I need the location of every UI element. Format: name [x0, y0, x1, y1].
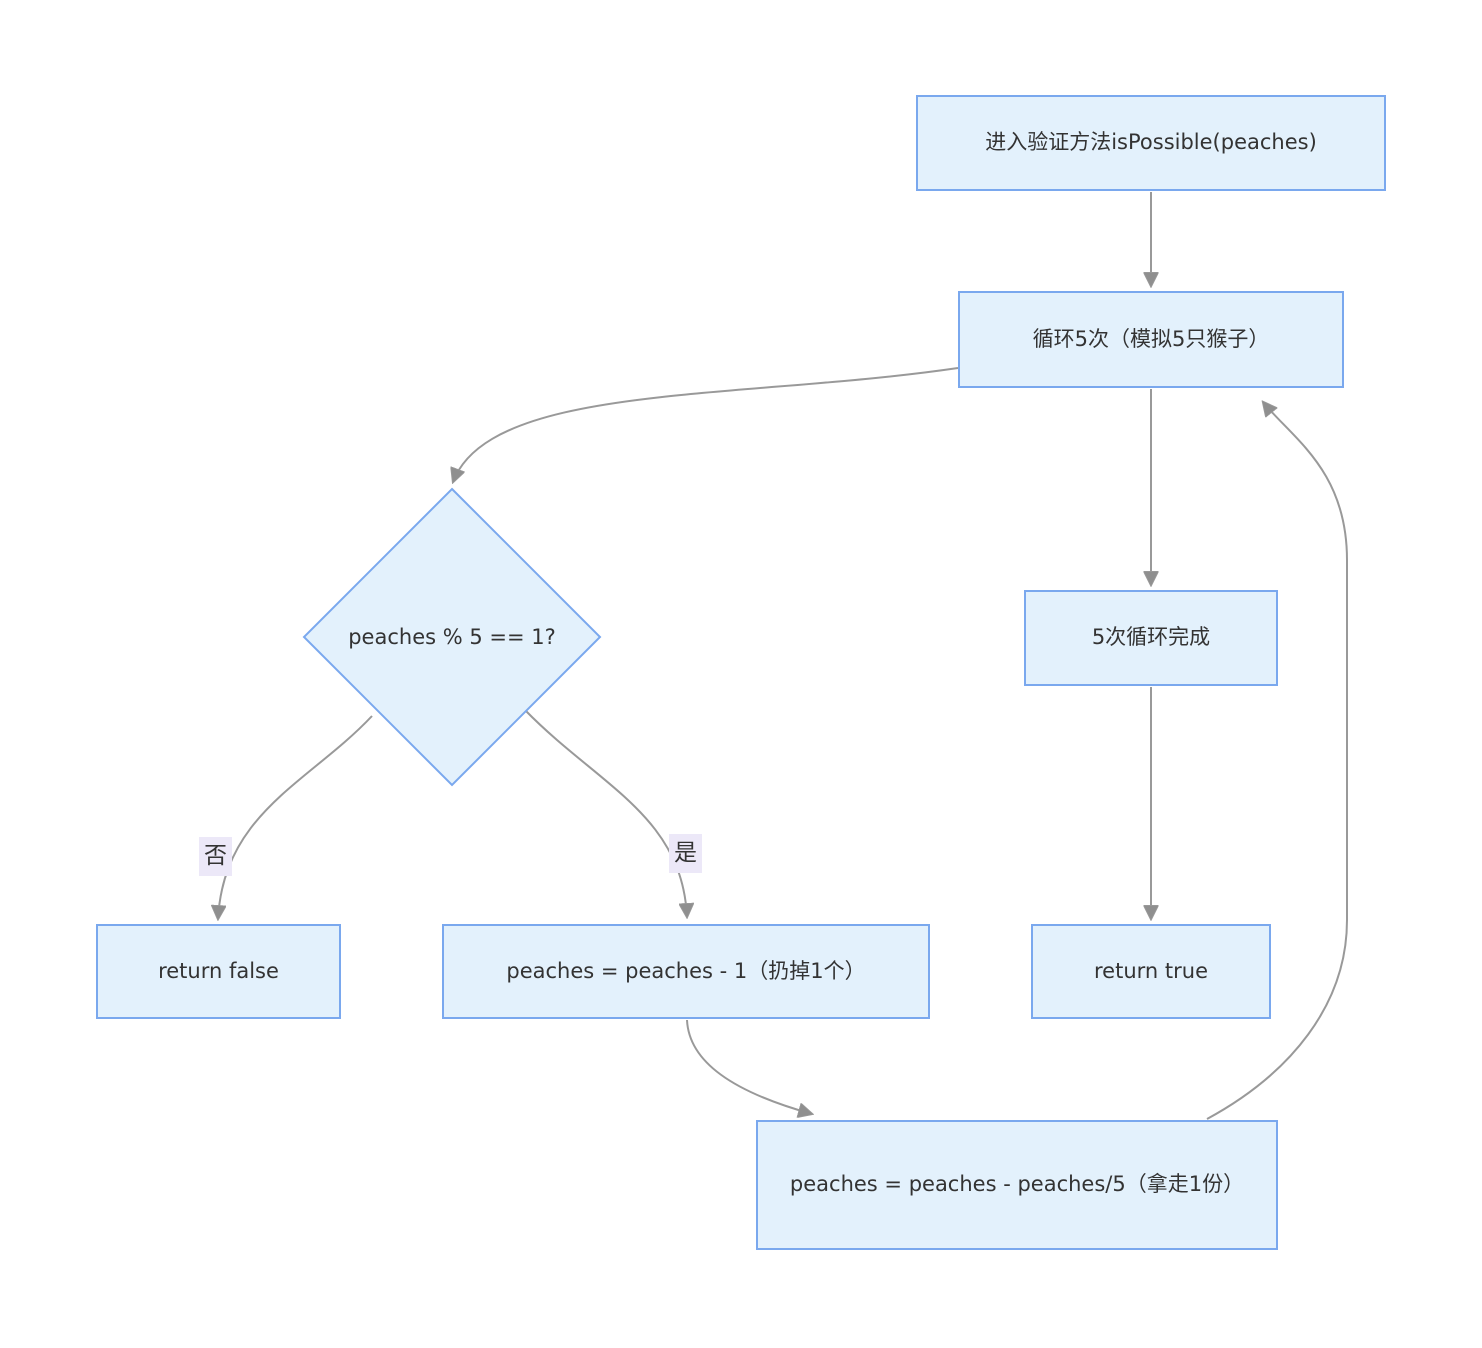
- flow-node-loop-done-label: 5次循环完成: [1091, 625, 1211, 650]
- edge-label-yes: 是: [669, 834, 702, 873]
- edge-loop-to-decision: [453, 367, 959, 482]
- flow-node-minus-one: peaches = peaches - 1（扔掉1个）: [442, 924, 930, 1019]
- flow-node-return-false-label: return false: [158, 958, 279, 983]
- flow-node-take-share-label: peaches = peaches - peaches/5（拿走1份）: [789, 1172, 1245, 1197]
- flow-node-start: 进入验证方法isPossible(peaches): [916, 95, 1386, 191]
- edge-label-no: 否: [199, 837, 232, 876]
- flow-node-start-label: 进入验证方法isPossible(peaches): [985, 130, 1317, 155]
- flow-node-minus-one-label: peaches = peaches - 1（扔掉1个）: [506, 958, 866, 983]
- edge-decision-to-return-false: [218, 715, 373, 919]
- edge-minus-one-to-take-share: [686, 1019, 812, 1114]
- edge-decision-to-minus-one: [524, 709, 687, 917]
- flow-node-return-false: return false: [96, 924, 341, 1019]
- flow-node-loop-label: 循环5次（模拟5只猴子）: [1032, 326, 1270, 351]
- flow-node-loop: 循环5次（模拟5只猴子）: [958, 291, 1344, 388]
- decision-diamond-shape: [302, 487, 602, 787]
- flow-node-take-share: peaches = peaches - peaches/5（拿走1份）: [756, 1120, 1278, 1250]
- edge-take-share-to-loop: [1206, 402, 1348, 1120]
- flow-node-return-true-label: return true: [1094, 958, 1208, 983]
- flow-node-loop-done: 5次循环完成: [1024, 590, 1278, 686]
- flow-node-return-true: return true: [1031, 924, 1271, 1019]
